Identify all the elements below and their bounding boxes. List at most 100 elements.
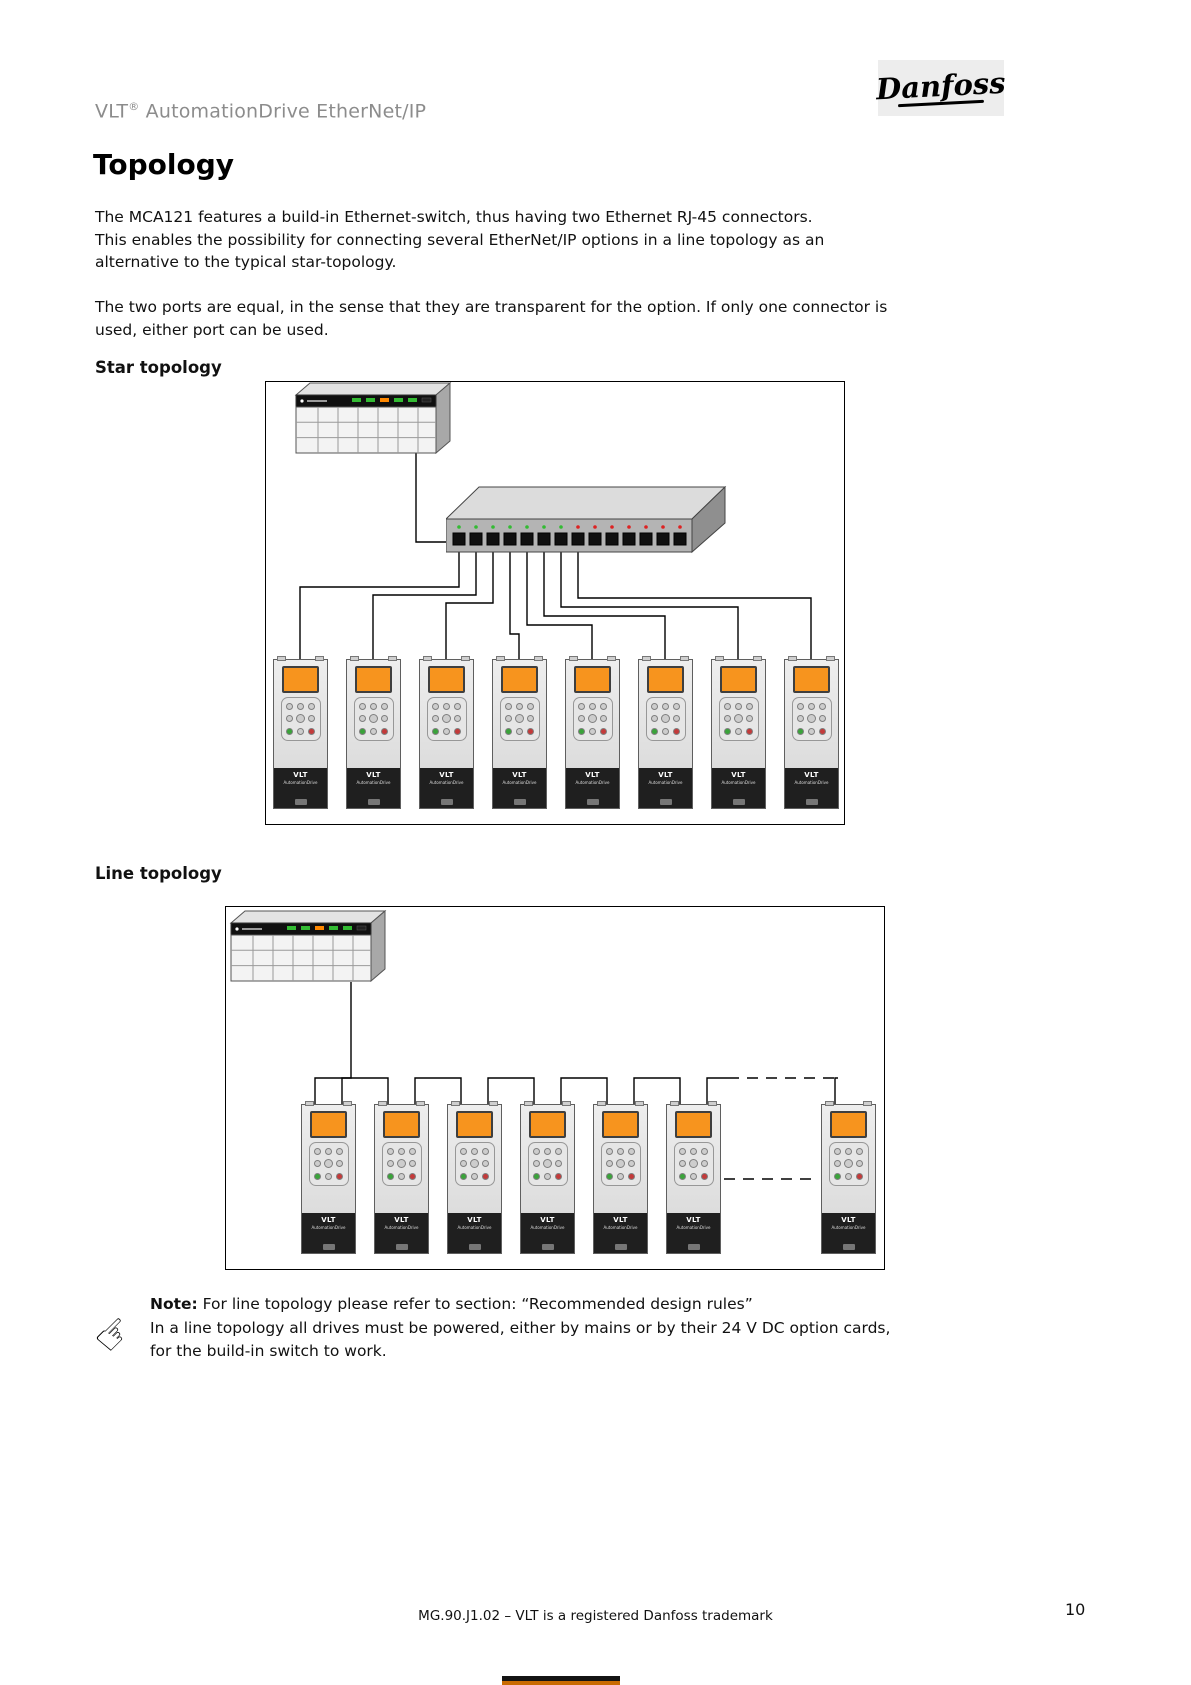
keypad-button-green-icon xyxy=(386,1172,394,1180)
keypad-button-icon xyxy=(543,1172,551,1180)
vlt-drive: VLT AutomationDrive xyxy=(447,1101,502,1254)
note-label: Note: xyxy=(150,1295,198,1313)
keypad-button-icon xyxy=(470,1172,478,1180)
mounting-ear-icon xyxy=(489,1101,498,1106)
drive-label-panel: VLT AutomationDrive xyxy=(639,768,692,808)
mounting-ear-icon xyxy=(451,1101,460,1106)
drive-label-series: AutomationDrive xyxy=(603,1225,638,1230)
drive-label-vlt: VLT xyxy=(321,1216,336,1224)
mounting-ear-icon xyxy=(343,1101,352,1106)
keypad-button-green-icon xyxy=(577,727,585,735)
drive-label-vlt: VLT xyxy=(366,771,381,779)
drive-label-panel: VLT AutomationDrive xyxy=(448,1213,501,1253)
keypad-button-icon xyxy=(689,1148,697,1156)
vlt-drive: VLT AutomationDrive xyxy=(565,656,620,809)
keypad-button-icon xyxy=(431,715,439,723)
keypad-button-icon xyxy=(807,703,815,711)
vlt-drive: VLT AutomationDrive xyxy=(784,656,839,809)
mounting-ear-icon xyxy=(378,1101,387,1106)
keypad-button-icon xyxy=(807,727,815,735)
drive-display xyxy=(720,666,757,693)
keypad-button-icon xyxy=(381,715,389,723)
drive-display xyxy=(456,1111,493,1138)
keypad-button-icon xyxy=(628,1148,636,1156)
keypad-button-icon xyxy=(469,1159,479,1169)
keypad-button-red-icon xyxy=(527,727,535,735)
mounting-ear-icon xyxy=(607,656,616,661)
danfoss-logo: Danfoss xyxy=(875,60,1007,116)
keypad-button-icon xyxy=(844,1148,852,1156)
drive-keypad xyxy=(454,1142,495,1186)
keypad-button-green-icon xyxy=(678,1172,686,1180)
keypad-button-icon xyxy=(454,703,462,711)
product-title: VLT® AutomationDrive EtherNet/IP xyxy=(95,100,426,122)
keypad-button-red-icon xyxy=(600,727,608,735)
mounting-ear-icon xyxy=(680,656,689,661)
keypad-button-icon xyxy=(324,1172,332,1180)
keypad-button-icon xyxy=(650,715,658,723)
keypad-button-red-icon xyxy=(701,1172,709,1180)
text-line: alternative to the typical star-topology… xyxy=(95,253,397,271)
drive-keypad xyxy=(308,1142,349,1186)
keypad-button-icon xyxy=(661,703,669,711)
keypad-button-icon xyxy=(843,1159,853,1169)
drive-label-panel: VLT AutomationDrive xyxy=(822,1213,875,1253)
drive-label-series: AutomationDrive xyxy=(283,780,318,785)
intro-paragraph-2: The two ports are equal, in the sense th… xyxy=(95,296,887,341)
page-number: 10 xyxy=(1065,1600,1086,1619)
text-line: This enables the possibility for connect… xyxy=(95,230,825,249)
keypad-button-icon xyxy=(454,715,462,723)
keypad-button-icon xyxy=(588,727,596,735)
drive-display xyxy=(501,666,538,693)
keypad-button-green-icon xyxy=(796,727,804,735)
keypad-button-icon xyxy=(323,1159,333,1169)
keypad-button-red-icon xyxy=(673,727,681,735)
keypad-button-icon xyxy=(308,715,316,723)
drive-label-vlt: VLT xyxy=(686,1216,701,1224)
mounting-ear-icon xyxy=(642,656,651,661)
mounting-ear-icon xyxy=(496,656,505,661)
keypad-button-red-icon xyxy=(482,1172,490,1180)
keypad-button-red-icon xyxy=(628,1172,636,1180)
drive-display xyxy=(355,666,392,693)
keypad-button-icon xyxy=(542,1159,552,1169)
keypad-button-icon xyxy=(296,703,304,711)
keypad-button-icon xyxy=(555,1148,563,1156)
keypad-button-green-icon xyxy=(650,727,658,735)
keypad-button-icon xyxy=(515,727,523,735)
keypad-button-icon xyxy=(313,1160,321,1168)
mounting-ear-icon xyxy=(826,656,835,661)
keypad-button-icon xyxy=(819,715,827,723)
mounting-ear-icon xyxy=(461,656,470,661)
drive-keypad xyxy=(600,1142,641,1186)
keypad-button-icon xyxy=(369,727,377,735)
drive-label-series: AutomationDrive xyxy=(721,780,756,785)
keypad-button-red-icon xyxy=(336,1172,344,1180)
drive-label-vlt: VLT xyxy=(439,771,454,779)
keypad-button-icon xyxy=(587,714,597,724)
drive-label-series: AutomationDrive xyxy=(384,1225,419,1230)
keypad-button-icon xyxy=(605,1148,613,1156)
keypad-button-icon xyxy=(381,703,389,711)
keypad-button-icon xyxy=(532,1148,540,1156)
vlt-drive: VLT AutomationDrive xyxy=(273,656,328,809)
keypad-button-green-icon xyxy=(532,1172,540,1180)
keypad-button-icon xyxy=(442,703,450,711)
vlt-drive: VLT AutomationDrive xyxy=(346,656,401,809)
page-title: Topology xyxy=(93,148,235,181)
plc-device-icon xyxy=(294,381,452,455)
line-topology-diagram: VLT AutomationDrive VLT AutomationDrive xyxy=(225,906,885,1270)
keypad-button-icon xyxy=(806,714,816,724)
drive-label-panel: VLT AutomationDrive xyxy=(667,1213,720,1253)
keypad-button-red-icon xyxy=(746,727,754,735)
drive-keypad xyxy=(791,697,832,741)
keypad-button-icon xyxy=(397,1172,405,1180)
keypad-button-icon xyxy=(442,727,450,735)
keypad-button-icon xyxy=(527,715,535,723)
keypad-button-red-icon xyxy=(856,1172,864,1180)
vlt-drive: VLT AutomationDrive xyxy=(711,656,766,809)
note-block: Note: For line topology please refer to … xyxy=(150,1293,890,1364)
keypad-button-icon xyxy=(660,714,670,724)
mounting-ear-icon xyxy=(753,656,762,661)
